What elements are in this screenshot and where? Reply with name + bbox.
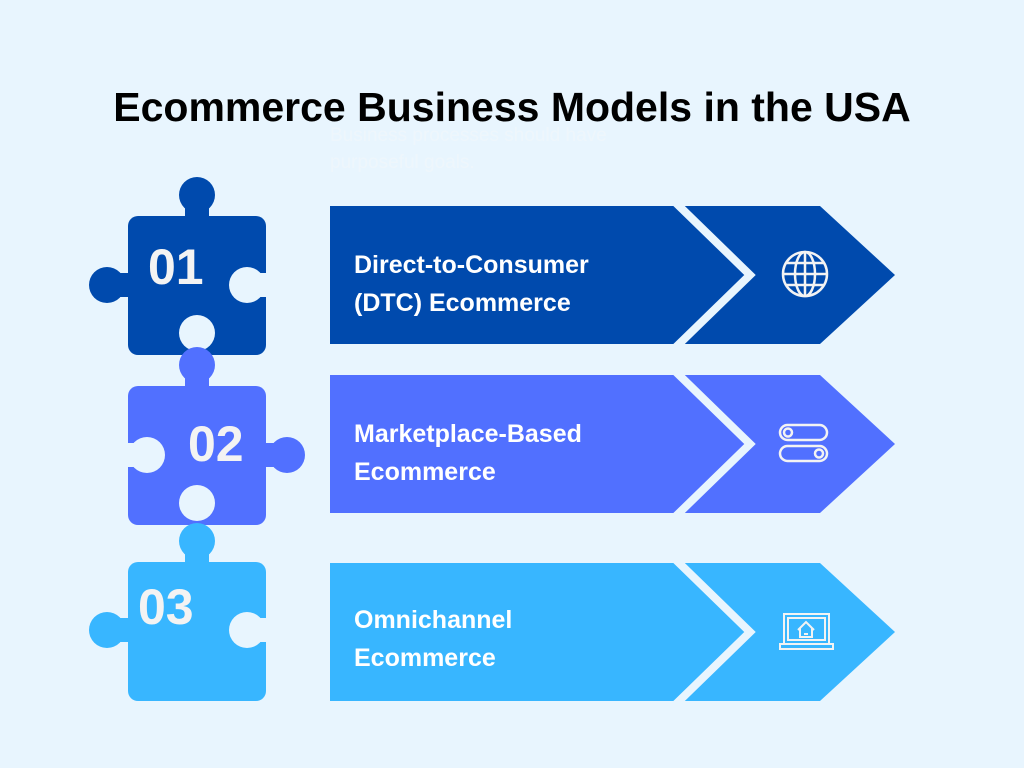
page-title: Ecommerce Business Models in the USA: [113, 84, 911, 130]
item-label-1-line2: (DTC) Ecommerce: [354, 289, 571, 317]
step-number-3: 03: [138, 579, 194, 635]
arrow-banner-1: [330, 200, 895, 350]
item-label-3-line1: Omnichannel: [354, 606, 513, 634]
step-number-1: 01: [148, 239, 204, 295]
step-number-2: 02: [188, 416, 244, 472]
laptop-home-icon: [779, 613, 834, 650]
item-label-2-line2: Ecommerce: [354, 458, 496, 486]
item-label-3-line2: Ecommerce: [354, 644, 496, 672]
arrow-banner-2: [330, 369, 895, 519]
item-label-2-line1: Marketplace-Based: [354, 420, 582, 448]
arrow-banner-3: [330, 557, 895, 707]
faint-subtitle: Business processes should have purposefu…: [330, 125, 607, 173]
item-label-3: Omnichannel Ecommerce: [354, 601, 512, 677]
globe-icon: [781, 250, 829, 298]
puzzle-piece-1: [89, 177, 268, 355]
item-label-2: Marketplace-Based Ecommerce: [354, 415, 582, 491]
item-label-1-line1: Direct-to-Consumer: [354, 251, 589, 279]
puzzle-piece-3: [89, 523, 268, 701]
puzzle-piece-2: [126, 347, 305, 525]
item-label-1: Direct-to-Consumer (DTC) Ecommerce: [354, 246, 589, 322]
toggle-switches-icon: [778, 423, 829, 463]
